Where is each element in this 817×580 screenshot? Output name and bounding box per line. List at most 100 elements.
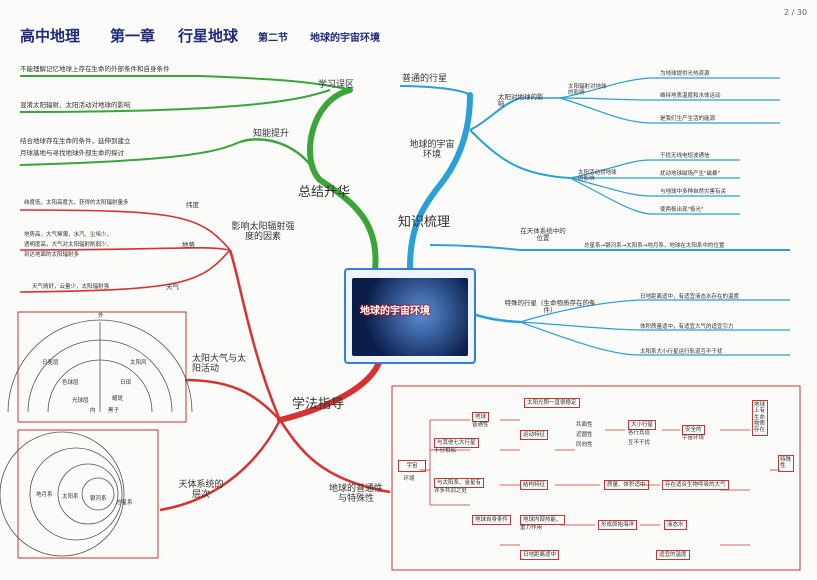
system-level-circle (29, 447, 123, 541)
terrain-line: 地势高，大气稀薄，水汽、尘埃少， (24, 232, 113, 238)
flow-cell: 适宜的温度 (656, 550, 690, 561)
atmo-phenomenon: 黑子 (108, 408, 120, 414)
activity-item: 干扰无线电短波通信 (660, 153, 710, 159)
improve-line: 月球基地与寻找地球外部生命的探讨 (20, 149, 124, 157)
mistake-item: 混淆太阳辐射、太阳活动对地球的影响 (20, 101, 131, 109)
title-main: 高中地理 (20, 27, 81, 45)
flow-cell: 许多共同之处 (434, 488, 468, 494)
radiation-label: 太阳辐射对地球的影响 (568, 84, 607, 97)
position-text: 总星系→银河系→太阳系→地月系，地球在太阳系中的位置 (584, 243, 725, 249)
weather-label: 天气 (166, 283, 179, 291)
flow-cell: 地球 (472, 412, 490, 423)
special-item: 日地距离适中，有适宜液态水存在的温度 (640, 294, 740, 300)
hub-knowledge: 知识梳理 (398, 215, 451, 230)
atmo-layer: 光球层 (72, 398, 89, 404)
position-label: 在天体系统中的位置 (520, 227, 566, 243)
atmo-layer: 色球层 (62, 380, 79, 386)
level-circle-label: 银河系 (90, 496, 107, 502)
sun-influence-label: 太阳对地球的影响 (498, 93, 544, 109)
mistake-item: 不能理解记忆地球上存在生命的外部条件和自身条件 (20, 65, 170, 73)
flow-cell: 运动特征 (520, 430, 549, 441)
env-label: 地球的宇宙环境 (409, 140, 455, 161)
earth-icon (352, 278, 468, 356)
radiation-item: 为地球提供光热资源 (660, 71, 710, 77)
atmo-bottom: 内 (90, 408, 96, 414)
atmo-phenomenon: 日珥 (120, 380, 132, 386)
special-item: 体积质量适中，有适宜大气的适宜引力 (640, 324, 734, 330)
level-circle-label: 太阳系 (62, 494, 79, 500)
flow-cell: 结构特征 (520, 480, 549, 491)
terrain-label: 地势 (182, 241, 195, 249)
ordinary-label: 普通的行星 (402, 74, 448, 84)
special-item: 太阳系大小行星运行轨道互不干扰 (640, 349, 723, 355)
flow-cell: 质量、体积适中 (604, 480, 649, 491)
special-label: 特殊的行星（生命物质存在的条件） (504, 299, 596, 315)
atmo-layer: 日冕层 (42, 360, 59, 366)
flow-cell: 形成原始海洋 (598, 520, 638, 531)
center-node: 地球的宇宙环境 (344, 268, 476, 364)
hub-method: 学法指导 (292, 397, 345, 412)
atmosphere-diagram (7, 319, 193, 413)
improve-label: 知能提升 (253, 129, 290, 139)
flow-cell: 与其他七大行星 (434, 438, 479, 449)
flow-cell: 大小行星 (628, 420, 657, 431)
flow-cell: 各行其道 (628, 430, 651, 436)
level-circle-label: 地月系 (36, 492, 53, 498)
flow-cell: 十分相似 (434, 448, 457, 454)
flow-cell: 地球自身条件 (472, 515, 512, 526)
flow-cell: 普通性 (472, 422, 489, 428)
latitude-label: 纬度 (186, 201, 199, 209)
terrain-line: 到达地面的太阳辐射多 (24, 252, 80, 258)
atmo-phenomenon: 太阳风 (130, 360, 147, 366)
levels-diagram (0, 431, 125, 557)
flow-cell: 地球内部热能、 (520, 515, 565, 526)
center-label: 地球的宇宙环境 (360, 306, 430, 317)
activity-item: 使两极出现"极光" (660, 207, 704, 213)
atmo-phenomenon: 耀斑 (112, 396, 124, 402)
atmosphere-layer-arc (7, 319, 193, 413)
title-chapter: 第一章 (110, 27, 156, 45)
radiation-item: 是我们生产生活的能源 (660, 116, 716, 122)
title-sub: 地球的宇宙环境 (310, 33, 380, 44)
title-topic: 行星地球 (178, 27, 239, 45)
mistakes-label: 学习误区 (318, 80, 355, 90)
levels-label: 天体系统的层次 (178, 480, 224, 501)
radiation-item: 维持地表温度和水体运动 (660, 93, 721, 99)
factors-label: 影响太阳辐射强度的因素 (231, 222, 295, 243)
flow-cell: 安全的 (682, 425, 705, 436)
flow-cell: 存在适合生物呼吸的大气 (662, 480, 729, 491)
hub-summary: 总结升华 (298, 185, 351, 200)
atmo-label: 太阳大气与太阳活动 (192, 354, 247, 375)
activity-label: 太阳活动对地球的影响 (578, 170, 617, 183)
flow-cell: 宇宙环境 (682, 435, 705, 441)
flow-cell: 日地距离适中 (520, 550, 560, 561)
latitude-text: 纬度低，太阳高度大，获得的太阳辐射量多 (24, 200, 129, 206)
features-label: 地球的普通性与特殊性 (328, 484, 383, 505)
flow-cell: 太阳光照一直很稳定 (524, 398, 580, 409)
flow-cell: 环境 (403, 476, 415, 482)
page-number: 2 / 30 (784, 8, 808, 17)
flow-cell: 重力作用 (520, 525, 543, 531)
flow-cell: 互不干扰 (628, 440, 651, 446)
improve-line: 结合地球存在生命的条件，延伸到建立 (20, 137, 131, 145)
flow-cell: 同向性 (576, 442, 593, 448)
title-section: 第二节 (258, 33, 288, 44)
flow-cell: 地球上有生命物质存在 (752, 400, 768, 436)
atmo-top: 外 (98, 313, 104, 319)
level-circle-label: 总星系 (116, 500, 133, 506)
flow-cell: 共面性 (576, 422, 593, 428)
activity-item: 与地球中多种自然灾害有关 (660, 189, 727, 195)
flow-cell: 特殊性 (778, 455, 794, 472)
flow-cell: 近圆性 (576, 432, 593, 438)
system-level-circle (0, 431, 125, 557)
terrain-line: 透明度高，大气对太阳辐射削弱少， (24, 242, 113, 248)
activity-item: 扰动地球磁场产生"磁暴" (660, 171, 721, 177)
flow-cell: 宇宙 (398, 460, 426, 473)
flow-cell: 液态水 (664, 520, 687, 531)
system-level-circle (57, 463, 119, 525)
weather-text: 天气晴好，云量少，太阳辐射强 (32, 284, 110, 290)
system-level-circle (81, 477, 115, 511)
flow-cell: 与太阳系、金星有 (434, 478, 485, 489)
